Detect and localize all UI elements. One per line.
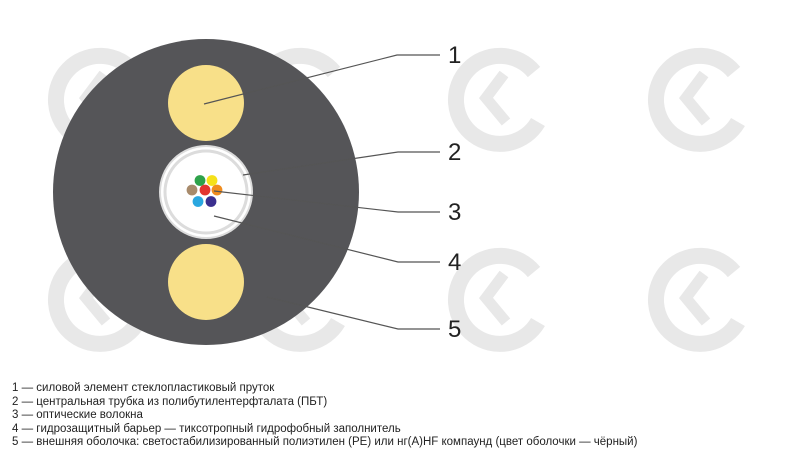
fiber [192, 196, 204, 207]
leader-lines [203, 54, 440, 330]
fiber [186, 184, 198, 196]
strength-member-bottom [168, 244, 244, 320]
watermark-logo-icon [647, 47, 745, 152]
fiber [199, 184, 211, 196]
legend-item-2: 2 — центральная трубка из полибутилентер… [12, 395, 328, 408]
leader-line-5 [266, 296, 440, 330]
leader-line-2 [242, 151, 440, 176]
leader-line-3 [213, 190, 440, 213]
watermark-logo-icon [447, 247, 545, 352]
callout-4: 4 [448, 249, 461, 276]
cable-cross-section-diagram: 1 2 3 4 5 [47, 39, 745, 352]
optical-fibers [186, 175, 223, 207]
watermark-logo-icon [647, 247, 745, 352]
legend-item-5: 5 — внешняя оболочка: светостабилизирова… [12, 436, 638, 449]
callout-5: 5 [448, 316, 461, 343]
legend: 1 — силовой элемент стеклопластиковый пр… [12, 382, 637, 450]
fiber [205, 196, 217, 207]
leader-line-1 [203, 54, 440, 105]
callout-2: 2 [448, 139, 461, 166]
fiber [194, 175, 206, 186]
watermark-logo-icon [447, 47, 545, 152]
legend-item-3: 3 — оптические волокна [12, 409, 143, 422]
callout-1: 1 [448, 42, 461, 69]
callout-3: 3 [448, 199, 461, 226]
fiber [211, 184, 223, 196]
fiber [206, 175, 218, 186]
legend-item-1: 1 — силовой элемент стеклопластиковый пр… [12, 382, 275, 394]
legend-item-4: 4 — гидрозащитный барьер — тиксотропный … [12, 422, 401, 435]
leader-line-4 [213, 215, 440, 263]
